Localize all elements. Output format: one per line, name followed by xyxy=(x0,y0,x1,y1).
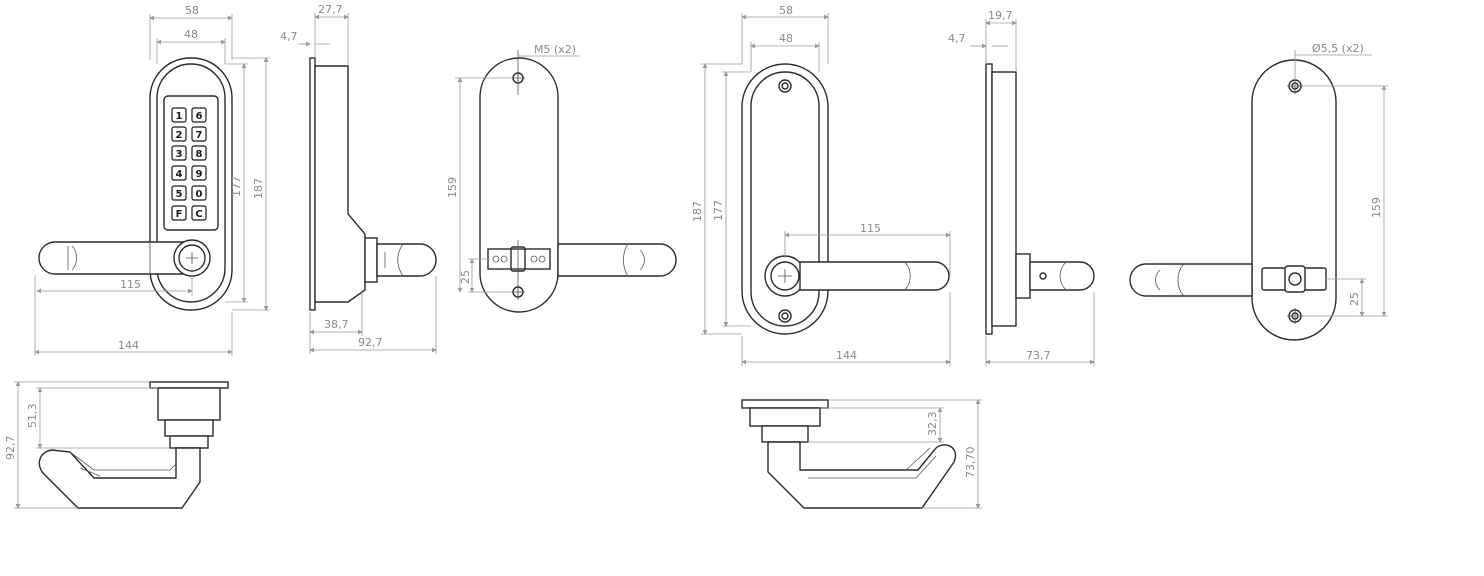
dimension-label: 0 xyxy=(196,189,203,200)
key-f: F xyxy=(171,205,187,221)
dimension-label: 115 xyxy=(860,222,881,235)
key-3: 3 xyxy=(171,145,187,161)
dimension-label: 3 xyxy=(176,149,183,160)
dimension-label: 177 xyxy=(230,176,243,197)
dimension-label: 5 xyxy=(176,189,183,200)
view-keypad-top: 51,3 92,7 xyxy=(4,381,229,509)
dimension-label: 8 xyxy=(196,149,203,160)
view-basic-front: 58 48 187 177 115 144 xyxy=(691,4,951,366)
dimension-label: 51,3 xyxy=(26,404,39,429)
dimension-label: 159 xyxy=(446,177,459,198)
dimension-label: 115 xyxy=(120,278,141,291)
dimension-label: 32,3 xyxy=(926,412,939,437)
dimension-label: 159 xyxy=(1370,197,1383,218)
dimension-label: 92,7 xyxy=(4,436,17,461)
dimension-label: Ø5,5 (x2) xyxy=(1312,42,1364,55)
dimension-label: 48 xyxy=(779,32,793,45)
dimension-label: 7 xyxy=(196,130,203,141)
dimension-label: 2 xyxy=(176,130,183,141)
view-basic-back: Ø5,5 (x2) 159 25 xyxy=(1129,42,1388,341)
dimension-label: 73,70 xyxy=(964,447,977,479)
dimension-label: F xyxy=(176,209,183,220)
dimension-label: 187 xyxy=(691,201,704,222)
dimension-label: 4,7 xyxy=(280,30,298,43)
dimension-label: 73,7 xyxy=(1026,349,1051,362)
key-c: C xyxy=(191,205,207,221)
key-8: 8 xyxy=(191,145,207,161)
dimension-label: 144 xyxy=(118,339,139,352)
view-keypad-side: 27,7 4,7 38,7 92,7 xyxy=(280,3,437,354)
dimension-label: 19,7 xyxy=(988,9,1013,22)
dimension-label: 4 xyxy=(176,169,183,180)
dimension-label: 27,7 xyxy=(318,3,343,16)
dimension-label: 92,7 xyxy=(358,336,383,349)
key-9: 9 xyxy=(191,165,207,181)
key-2: 2 xyxy=(171,126,187,142)
dimension-label: 25 xyxy=(1348,292,1361,306)
dimension-label: 58 xyxy=(185,4,199,17)
key-0: 0 xyxy=(191,185,207,201)
dimension-label: 9 xyxy=(196,169,203,180)
dimension-label: 38,7 xyxy=(324,318,349,331)
key-4: 4 xyxy=(171,165,187,181)
dimension-label: 4,7 xyxy=(948,32,966,45)
dimension-label: C xyxy=(195,209,202,220)
key-6: 6 xyxy=(191,107,207,123)
view-basic-side: 19,7 4,7 73,7 xyxy=(948,9,1095,366)
view-basic-top: 32,3 73,70 xyxy=(741,399,982,509)
dimension-label: 144 xyxy=(836,349,857,362)
dimension-label: 187 xyxy=(252,178,265,199)
dimension-label: 1 xyxy=(176,111,183,122)
dimension-label: M5 (x2) xyxy=(534,43,576,56)
key-7: 7 xyxy=(191,126,207,142)
key-5: 5 xyxy=(171,185,187,201)
keypad-grid: 1 6 2 7 3 8 4 9 5 0 F C xyxy=(171,107,207,221)
dimension-label: 6 xyxy=(196,111,203,122)
view-keypad-front: 1 6 2 7 3 8 4 9 5 0 F C 58 48 177 xyxy=(34,4,270,356)
dimension-label: 25 xyxy=(459,270,472,284)
dimension-label: 177 xyxy=(712,200,725,221)
key-1: 1 xyxy=(171,107,187,123)
view-keypad-back: M5 (x2) 159 25 xyxy=(446,43,677,313)
dimension-label: 48 xyxy=(184,28,198,41)
dimension-label: 58 xyxy=(779,4,793,17)
